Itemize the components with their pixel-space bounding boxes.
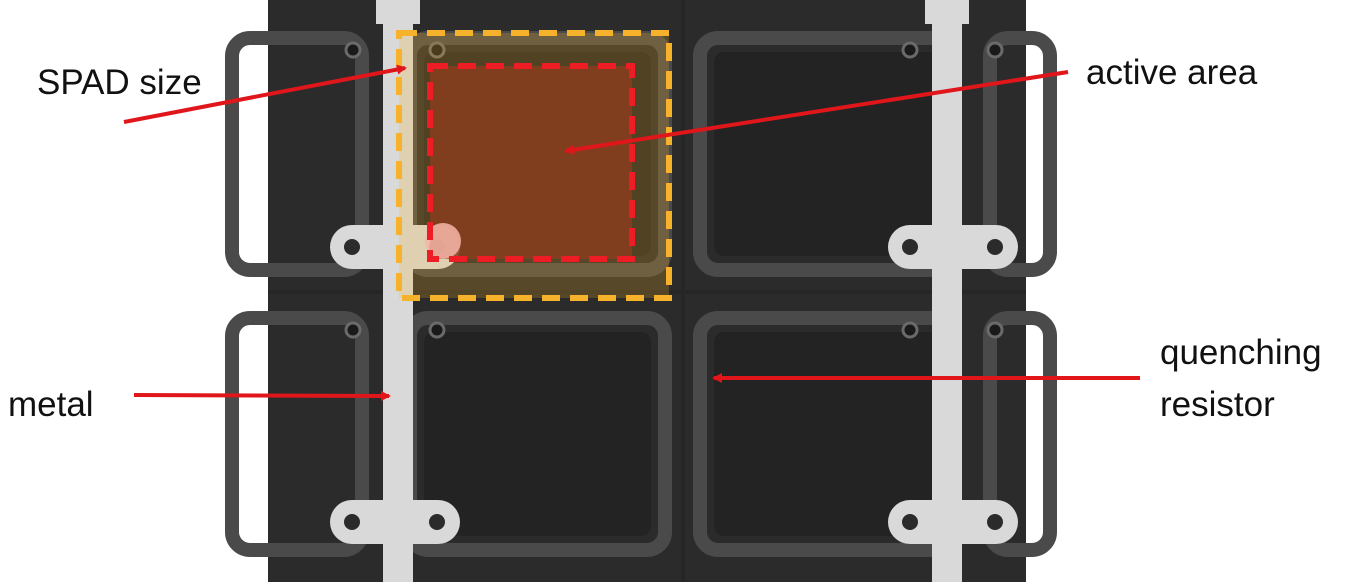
resistor-ring [225, 311, 369, 557]
spad-size-box [396, 30, 672, 301]
resistor-ring [983, 311, 1057, 557]
active-area-overlay [430, 66, 632, 259]
sem-image [225, 0, 1057, 582]
annotation-arrows [123, 64, 1140, 401]
quenching-resistor-label-line2: resistor [1160, 385, 1275, 424]
active-area-box [427, 63, 635, 262]
active-area-arrow [564, 70, 1069, 155]
metal-arrow [133, 390, 391, 401]
corner-pad-highlight [425, 223, 461, 259]
active-area-label: active area [1086, 53, 1258, 92]
metal-line-left [330, 0, 460, 582]
resistor-ring [983, 31, 1057, 277]
spad-size-arrow [123, 64, 407, 124]
metal-pad-holes-right [902, 239, 1003, 530]
metal-label: metal [8, 385, 94, 424]
spad-size-label: SPAD size [37, 63, 202, 102]
resistor-ring [225, 31, 369, 277]
contact-vias [344, 41, 1004, 339]
metal-line-right [888, 0, 1018, 582]
quenching-resistor-label-line1: quenching [1160, 333, 1322, 372]
